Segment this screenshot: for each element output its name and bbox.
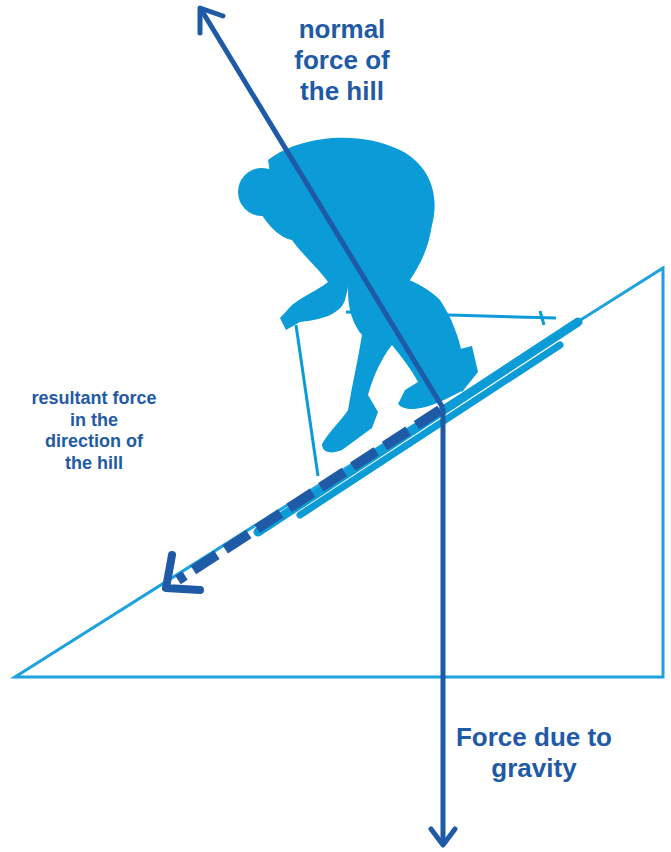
force-label: Force due to gravity xyxy=(455,722,613,784)
force-label: resultant force in the direction of the … xyxy=(30,388,158,474)
gravity-arrow xyxy=(441,408,446,843)
incline-triangle xyxy=(15,268,663,677)
force-label: normal force of the hill xyxy=(272,14,412,108)
normal-force-arrow xyxy=(202,11,443,408)
resultant-arrowhead xyxy=(166,555,200,590)
gravity-arrowhead xyxy=(431,829,455,845)
skier-silhouette xyxy=(238,138,578,532)
normal-arrowhead xyxy=(200,8,223,33)
resultant-arrow xyxy=(178,410,440,580)
